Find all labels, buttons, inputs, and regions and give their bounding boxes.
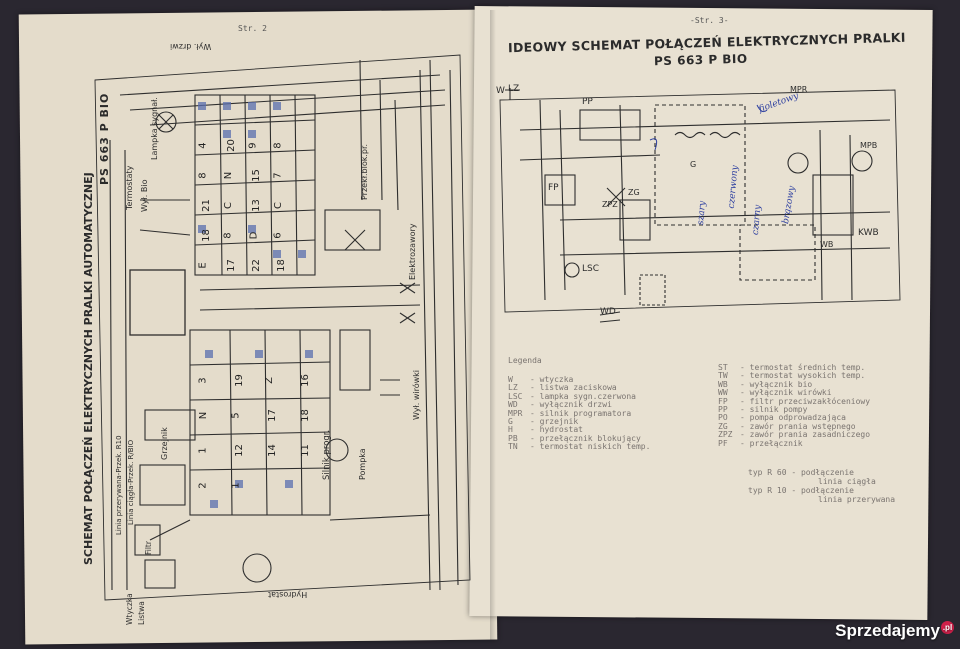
legend-code: ZPZ	[718, 430, 733, 440]
legend_right-row: FP - filtr przeciwzakłóceniowy	[718, 396, 871, 406]
legend-code: WW	[718, 388, 728, 398]
label-w: W	[496, 86, 505, 96]
legend-right: ST - termostat średnich temp. TW - termosta…	[718, 363, 871, 448]
legend-code: PP	[718, 405, 728, 415]
legend-heading: Legenda	[508, 356, 542, 365]
legend_left-row: WD - wyłącznik drzwi	[508, 400, 650, 410]
legend_right-row: PO - pompa odprowadzająca	[718, 413, 870, 423]
legend_right-row: ZPZ - zawór prania zasadniczego	[718, 430, 871, 440]
legend-text: - hydrostat	[530, 425, 583, 435]
legend-code: PO	[718, 413, 728, 423]
legend-text: - zawór prania wstępnego	[740, 421, 856, 431]
right-page-model: PS 663 P BIO	[653, 51, 748, 69]
legend_left-row: LZ - listwa zaciskowa	[508, 383, 650, 393]
legend-text: - zawór prania zasadniczego	[740, 430, 871, 440]
legend-text: - termostat wysokich temp.	[740, 371, 866, 381]
label-g: G	[690, 160, 697, 169]
legend-code: H	[508, 425, 513, 435]
label-wb: WB	[820, 240, 834, 249]
label-mpr: MPR	[790, 85, 808, 94]
legend-text: - silnik pompy	[740, 405, 808, 415]
legend-code: ZG	[718, 421, 728, 431]
legend_right-row: WB - wyłącznik bio	[718, 379, 870, 389]
legend-text: - silnik programatora	[530, 408, 632, 418]
legend_right-row: ZG - zawór prania wstępnego	[718, 421, 870, 431]
legend-code: W	[508, 375, 513, 384]
legend_right-row: ST - termostat średnich temp.	[718, 363, 870, 372]
label-mpb: MPB	[860, 141, 878, 150]
label-zpz: ZPZ	[602, 200, 618, 209]
legend-text: - termostat niskich temp.	[530, 442, 651, 452]
legend_right-row: PF - przełącznik	[718, 438, 870, 448]
legend-text: - pompa odprowadzająca	[740, 413, 846, 423]
legend_left-row: PB - przełącznik blokujący	[508, 433, 650, 443]
legend-text: - przełącznik blokujący	[530, 433, 641, 443]
handwritten-note-5: szary	[696, 200, 709, 226]
note-line: linia ciągła	[818, 477, 876, 486]
legend-text: - listwa zaciskowa	[530, 383, 617, 393]
legend-text: - termostat średnich temp.	[740, 363, 866, 372]
legend-code: WD	[508, 400, 518, 410]
note-line: typ R 60 - podłączenie	[748, 468, 854, 477]
legend-code: ST	[718, 363, 728, 372]
legend_left-row: MPR - silnik programatora	[508, 408, 650, 418]
legend_left-row: G - grzejnik	[508, 417, 650, 427]
note-line: typ R 10 - podłączenie	[748, 486, 854, 495]
legend-code: LZ	[508, 383, 518, 393]
legend_left-row: W - wtyczka	[508, 375, 650, 384]
legend-text: - przełącznik	[740, 438, 803, 448]
legend_left-row: TN - termostat niskich temp.	[508, 442, 651, 452]
legend-code: LSC	[508, 391, 523, 401]
right-page-number: -Str. 3-	[690, 16, 729, 25]
page-fold	[490, 10, 496, 640]
label-fp: FP	[548, 183, 559, 193]
legend_right-row: TW - termostat wysokich temp.	[718, 371, 870, 381]
legend-text: - lampka sygn.czerwona	[530, 391, 636, 401]
legend-code: PF	[718, 438, 728, 448]
left-page-number: Str. 2	[238, 24, 267, 33]
legend-text: - grzejnik	[530, 417, 579, 427]
legend-code: TW	[718, 371, 728, 381]
label-kwb: KWB	[858, 228, 879, 238]
label-lz: LZ	[508, 84, 520, 94]
legend-text: - wyłącznik wirówki	[740, 388, 832, 398]
watermark-badge: .pl	[941, 621, 954, 634]
legend_right-row: PP - silnik pompy	[718, 405, 870, 415]
legend-code: PB	[508, 433, 518, 443]
legend-code: G	[508, 417, 513, 427]
legend-code: TN	[508, 442, 518, 452]
label-pp: PP	[582, 97, 593, 107]
legend-text: - filtr przeciwzakłóceniowy	[740, 396, 871, 406]
legend_left-row: H - hydrostat	[508, 425, 650, 435]
watermark-logo: Sprzedajemy.pl	[835, 621, 954, 640]
note-line: linia przerywana	[818, 495, 896, 504]
legend-text: - wyłącznik drzwi	[530, 400, 612, 410]
legend_left-row: LSC - lampka sygn.czerwona	[508, 391, 650, 401]
legend_right-row: WW - wyłącznik wirówki	[718, 388, 870, 398]
label-lsc: LSC	[582, 264, 600, 274]
label-zg: ZG	[628, 188, 640, 197]
legend-text: - wyłącznik bio	[740, 379, 813, 389]
legend-text: - wtyczka	[530, 375, 574, 384]
legend-code: MPR	[508, 408, 523, 418]
legend-code: WB	[718, 379, 728, 389]
label-wd: WD	[600, 307, 616, 317]
legend-code: FP	[718, 396, 728, 406]
